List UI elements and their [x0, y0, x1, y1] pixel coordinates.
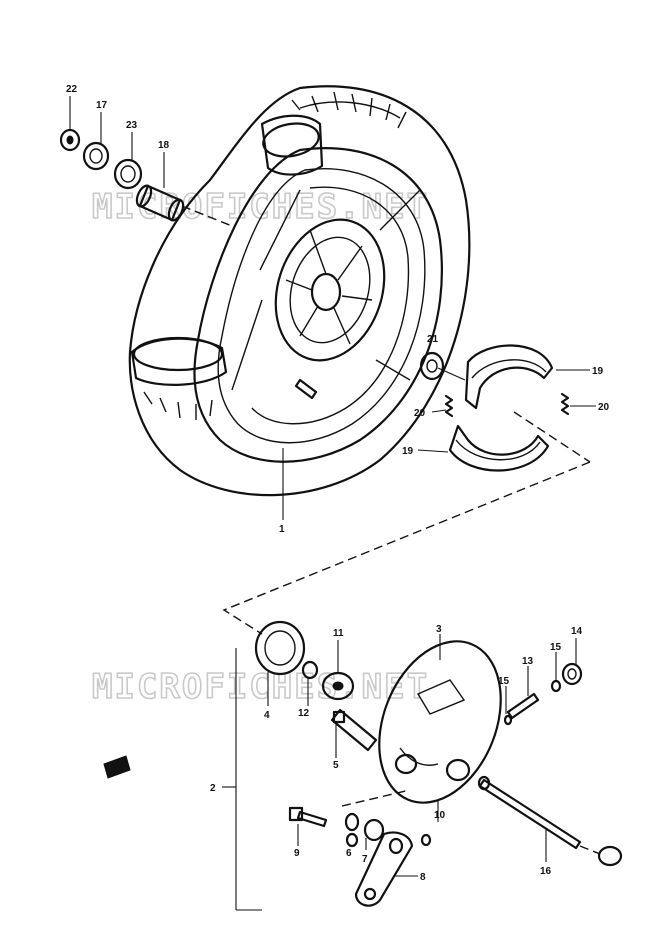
callout-13: 13 [522, 656, 534, 667]
callout-4: 4 [264, 710, 270, 721]
callout-9: 9 [294, 848, 300, 859]
callout-6: 6 [346, 848, 352, 859]
callout-7: 7 [362, 854, 368, 865]
callout-2: 2 [210, 783, 216, 794]
brake-panel-assembly [103, 620, 623, 911]
callout-1: 1 [279, 524, 285, 535]
callout-19-lower: 19 [402, 446, 414, 457]
callout-21: 21 [427, 334, 439, 345]
callout-11: 11 [333, 628, 344, 639]
callout-23: 23 [126, 120, 138, 131]
callout-5: 5 [333, 760, 339, 771]
callout-14: 14 [571, 626, 583, 637]
callout-8: 8 [420, 872, 426, 883]
callout-20-right: 20 [598, 402, 610, 413]
callout-10: 10 [434, 810, 446, 821]
callout-3: 3 [436, 624, 442, 635]
callout-22: 22 [66, 84, 78, 95]
callout-12: 12 [298, 708, 310, 719]
callout-17: 17 [96, 100, 108, 111]
callout-15-right: 15 [550, 642, 562, 653]
callout-18: 18 [158, 140, 170, 151]
callout-15-left: 15 [498, 676, 510, 687]
callout-19-upper: 19 [592, 366, 604, 377]
watermark-bottom: MICROFICHES.NET [92, 667, 429, 707]
wheel-assembly [128, 85, 471, 520]
brake-shoe-set [417, 344, 596, 472]
axle-spacer-set [59, 96, 233, 227]
callout-16: 16 [540, 866, 552, 877]
callout-20-left: 20 [414, 408, 426, 419]
